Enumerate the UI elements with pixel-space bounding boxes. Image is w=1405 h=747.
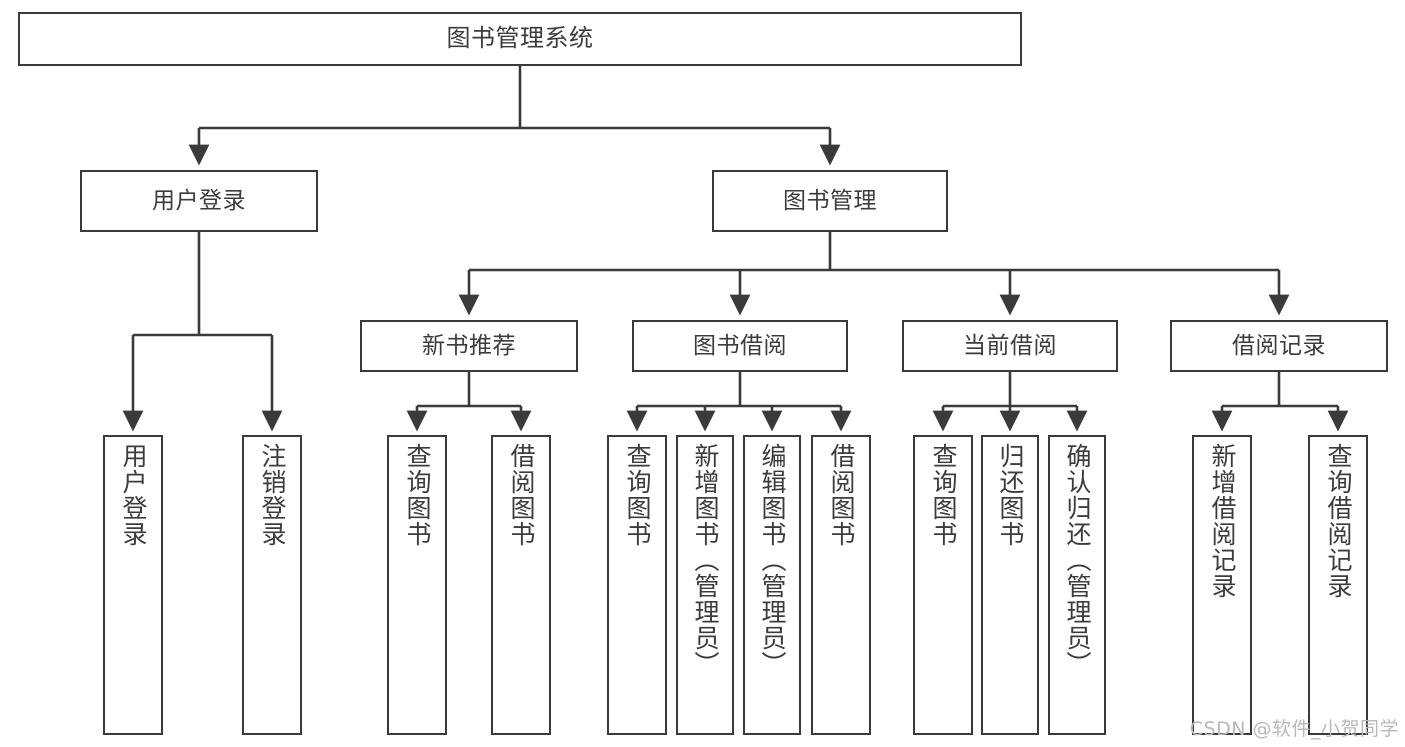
- node-label: 查询借阅记录: [1324, 443, 1353, 599]
- node-leaf-query-book-nb[interactable]: 查询图书: [387, 435, 447, 735]
- node-label: 查询图书: [929, 443, 958, 547]
- node-leaf-borrow-book-bb[interactable]: 借阅图书: [811, 435, 871, 735]
- node-label: 借阅图书: [507, 443, 536, 547]
- node-book-management[interactable]: 图书管理: [712, 170, 948, 232]
- node-label: 编辑图书（管理员）: [758, 443, 787, 677]
- node-label: 新增图书（管理员）: [691, 443, 720, 677]
- csdn-watermark: CSDN @软件_小贺同学: [1189, 718, 1399, 740]
- node-label: 确认归还（管理员）: [1063, 443, 1092, 677]
- node-label: 查询图书: [403, 443, 432, 547]
- node-label: 归还图书: [996, 443, 1025, 547]
- node-leaf-logout[interactable]: 注销登录: [242, 435, 302, 735]
- node-label: 注销登录: [258, 443, 287, 547]
- node-label: 图书管理: [783, 187, 877, 214]
- node-book-borrowing[interactable]: 图书借阅: [632, 320, 848, 372]
- node-label: 新增借阅记录: [1208, 443, 1237, 599]
- node-label: 借阅图书: [827, 443, 856, 547]
- node-current-borrowing[interactable]: 当前借阅: [902, 320, 1118, 372]
- node-leaf-add-borrow-record[interactable]: 新增借阅记录: [1192, 435, 1252, 735]
- node-leaf-query-borrow-record[interactable]: 查询借阅记录: [1308, 435, 1368, 735]
- node-label: 图书管理系统: [446, 24, 594, 53]
- node-leaf-return-book[interactable]: 归还图书: [981, 435, 1039, 735]
- node-label: 新书推荐: [422, 332, 516, 359]
- node-new-book-recommendation[interactable]: 新书推荐: [360, 320, 578, 372]
- node-leaf-query-book-cb[interactable]: 查询图书: [913, 435, 973, 735]
- node-label: 查询图书: [623, 443, 652, 547]
- node-label: 借阅记录: [1232, 332, 1326, 359]
- node-leaf-query-book-bb[interactable]: 查询图书: [607, 435, 667, 735]
- node-leaf-user-login[interactable]: 用户登录: [103, 435, 163, 735]
- node-leaf-borrow-book-nb[interactable]: 借阅图书: [491, 435, 551, 735]
- node-label: 用户登录: [152, 187, 246, 214]
- node-leaf-confirm-return-admin[interactable]: 确认归还（管理员）: [1048, 435, 1106, 735]
- node-label: 图书借阅: [693, 332, 787, 359]
- node-label: 当前借阅: [963, 332, 1057, 359]
- node-label: 用户登录: [119, 443, 148, 547]
- node-user-login[interactable]: 用户登录: [80, 170, 318, 232]
- node-borrowing-record[interactable]: 借阅记录: [1170, 320, 1388, 372]
- node-leaf-edit-book-admin[interactable]: 编辑图书（管理员）: [743, 435, 801, 735]
- node-root-book-management-system[interactable]: 图书管理系统: [18, 12, 1022, 66]
- node-leaf-add-book-admin[interactable]: 新增图书（管理员）: [676, 435, 734, 735]
